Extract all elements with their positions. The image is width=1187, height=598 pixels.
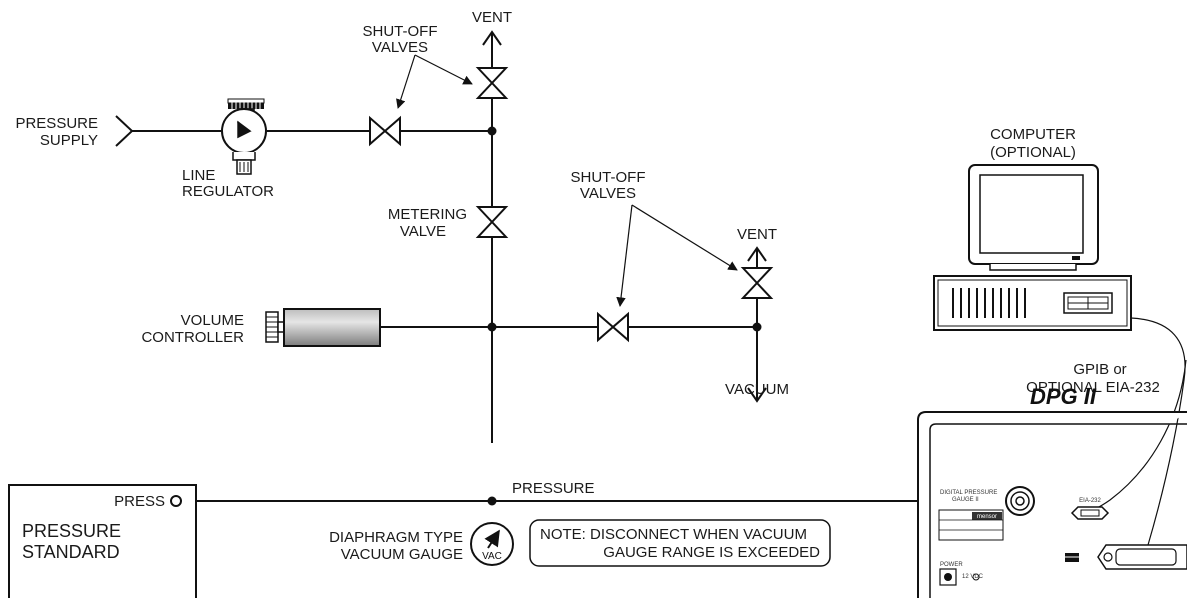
dpg-ii-title: DPG II bbox=[1030, 384, 1097, 409]
vacuum-label: VACUUM bbox=[725, 381, 789, 398]
note-line2: GAUGE RANGE IS EXCEEDED bbox=[603, 544, 820, 561]
panel-power-label: POWER bbox=[940, 562, 963, 568]
line-regulator-label-line2: REGULATOR bbox=[182, 183, 274, 200]
vacuum-gauge-icon bbox=[470, 522, 514, 566]
panel-gauge-label: GAUGE II bbox=[952, 497, 979, 503]
vent-top-arrow-icon bbox=[482, 30, 502, 52]
shutoff-valves-top-label-line2: VALVES bbox=[372, 39, 428, 56]
volume-controller-icon bbox=[265, 308, 492, 347]
panel-digital-pressure-label: DIGITAL PRESSURE bbox=[940, 490, 997, 496]
computer-icon bbox=[933, 164, 1132, 331]
computer-label-line1: COMPUTER bbox=[990, 126, 1076, 143]
panel-brand-logo: mensor bbox=[977, 514, 997, 520]
pressure-standard-label-line2: STANDARD bbox=[22, 542, 120, 562]
panel-dc-label: 12 VDC bbox=[962, 574, 984, 580]
press-port-label: PRESS bbox=[114, 493, 165, 510]
vent-mid-label: VENT bbox=[737, 226, 777, 243]
leader-lines bbox=[396, 54, 738, 307]
pressure-standard-box bbox=[8, 484, 197, 598]
panel-eia-label: EIA-232 bbox=[1079, 498, 1101, 504]
gpib-label-line2: OPTIONAL EIA-232 bbox=[1026, 379, 1160, 396]
vacuum-branch-line bbox=[492, 246, 774, 403]
shutoff-valves-mid-label-line1: SHUT-OFF bbox=[571, 169, 646, 186]
shutoff-valve-supply-icon bbox=[369, 115, 401, 147]
pressure-supply-label-line2: SUPPLY bbox=[40, 132, 98, 149]
vac-label: VAC bbox=[482, 551, 502, 562]
note-box bbox=[529, 519, 831, 567]
diaphragm-gauge-label-line1: DIAPHRAGM TYPE bbox=[329, 529, 463, 546]
volume-controller-label-line1: VOLUME bbox=[181, 312, 244, 329]
line-regulator-icon bbox=[221, 98, 267, 175]
dpg-ii-unit bbox=[917, 411, 1187, 598]
shutoff-valve-vent-top-icon bbox=[475, 67, 509, 99]
metering-valve-label-line1: METERING bbox=[388, 206, 467, 223]
pressure-line-label: PRESSURE bbox=[512, 480, 595, 497]
gpib-label-line1: GPIB or bbox=[1073, 361, 1126, 378]
computer-label-line2: (OPTIONAL) bbox=[990, 144, 1076, 161]
volume-controller-label-line2: CONTROLLER bbox=[141, 329, 244, 346]
metering-valve-label-line2: VALVE bbox=[400, 223, 446, 240]
vent-top-label: VENT bbox=[472, 9, 512, 26]
supply-line bbox=[115, 115, 492, 147]
junction-dot bbox=[487, 126, 497, 136]
diaphragm-gauge-label-line2: VACUUM GAUGE bbox=[341, 546, 463, 563]
shutoff-valves-top-label-line1: SHUT-OFF bbox=[363, 23, 438, 40]
line-regulator-label-line1: LINE bbox=[182, 167, 215, 184]
shutoff-valves-mid-label-line2: VALVES bbox=[580, 185, 636, 202]
metering-valve-icon bbox=[475, 206, 509, 238]
pressure-standard-label-line1: PRESSURE bbox=[22, 521, 121, 541]
note-line1: NOTE: DISCONNECT WHEN VACUUM bbox=[540, 526, 807, 543]
pressure-supply-label-line1: PRESSURE bbox=[15, 115, 98, 132]
